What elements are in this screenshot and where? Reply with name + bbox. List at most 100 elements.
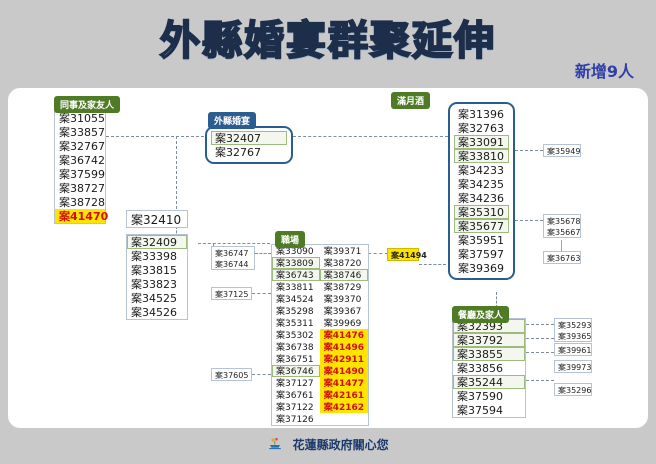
node-case-36763: 案36763 bbox=[543, 251, 581, 264]
page-title: 外縣婚宴群聚延伸 bbox=[159, 17, 496, 65]
case-item: 案39969 bbox=[323, 319, 362, 329]
node-pair-35678: 案35678 案35667 bbox=[543, 214, 581, 238]
case-item: 案35678 bbox=[547, 217, 581, 226]
case-item: 案35302 bbox=[276, 331, 314, 341]
case-item-new: 案42162 bbox=[319, 401, 368, 413]
case-item: 案36746 bbox=[272, 365, 320, 377]
connector-wedding-to-banquet bbox=[293, 136, 448, 137]
case-item-new: 案41490 bbox=[319, 365, 368, 377]
case-item: 案32767 bbox=[59, 140, 105, 153]
case-item: 案38729 bbox=[323, 283, 362, 293]
group-colleagues-list: 案31055 案33857 案32767 案36742 案37599 案3872… bbox=[54, 110, 108, 224]
group-label-colleagues: 同事及家友人 bbox=[54, 96, 121, 113]
case-item: 案31396 bbox=[458, 108, 504, 121]
connector-32393-to-35293 bbox=[526, 324, 554, 325]
case-item-new: 案41470 bbox=[55, 209, 108, 223]
case-item: 案38728 bbox=[59, 196, 105, 209]
workplace-column-right: 案39371 案38720 案38746 案38729 案39370 案3936… bbox=[319, 245, 368, 425]
case-item: 案36743 bbox=[272, 269, 320, 281]
footer-text: 花蓮縣政府關心您 bbox=[292, 438, 389, 452]
case-item: 案39371 bbox=[323, 247, 362, 257]
group-label-outside-wedding: 外縣婚宴 bbox=[208, 112, 257, 129]
case-item: 案33823 bbox=[131, 278, 177, 291]
case-item: 案35244 bbox=[453, 375, 525, 389]
node-case-39961: 案39961 bbox=[554, 343, 592, 356]
group-restaurant-family-list: 案32393 案33792 案33855 案33856 案35244 案3759… bbox=[452, 318, 526, 418]
case-item: 案34524 bbox=[276, 295, 314, 305]
case-item: 案31055 bbox=[59, 112, 105, 125]
case-item: 案39365 bbox=[558, 332, 592, 341]
case-item: 案35310 bbox=[454, 205, 509, 219]
case-item: 案33809 bbox=[272, 257, 320, 269]
node-pair-35293: 案35293 案39365 bbox=[554, 318, 592, 342]
case-item: 案35293 bbox=[558, 321, 592, 330]
case-item: 案37125 bbox=[215, 290, 249, 299]
case-item-new: 案42911 bbox=[319, 353, 368, 365]
connector-35678-to-36763 bbox=[561, 240, 562, 252]
node-case-35296: 案35296 bbox=[554, 383, 592, 396]
workplace-column-left: 案33090 案33809 案36743 案33811 案34524 案3529… bbox=[272, 245, 320, 425]
node-case-37605: 案37605 bbox=[211, 368, 252, 381]
case-item: 案34525 bbox=[131, 292, 177, 305]
case-item: 案34526 bbox=[131, 306, 177, 319]
case-item: 案34233 bbox=[458, 164, 504, 177]
case-item: 案36742 bbox=[59, 154, 105, 167]
case-item: 案35951 bbox=[458, 234, 504, 247]
new-case-count: 新增9人 bbox=[574, 62, 634, 81]
group-label-workplace: 職場 bbox=[275, 231, 306, 248]
case-item: 案36761 bbox=[276, 391, 314, 401]
case-item: 案32767 bbox=[215, 146, 261, 159]
case-item: 案32410 bbox=[131, 213, 182, 227]
group-full-moon-box: 案31396 案32763 案33091 案33810 案34233 案3423… bbox=[448, 102, 515, 280]
case-item: 案36738 bbox=[276, 343, 314, 353]
case-item: 案37597 bbox=[458, 248, 504, 261]
case-item: 案33811 bbox=[276, 283, 314, 293]
case-item: 案32763 bbox=[458, 122, 504, 135]
connector-37125-to-workplace bbox=[252, 293, 271, 294]
case-item: 案37594 bbox=[457, 404, 503, 417]
case-item: 案36747 bbox=[215, 249, 249, 258]
group-outside-wedding-box: 案32407 案32767 bbox=[205, 126, 293, 164]
case-item: 案35677 bbox=[454, 219, 509, 233]
case-item: 案39367 bbox=[323, 307, 362, 317]
connector-37605-to-workplace bbox=[252, 374, 271, 375]
case-item: 案36744 bbox=[215, 260, 249, 269]
case-item: 案35949 bbox=[547, 147, 581, 156]
case-item: 案35296 bbox=[558, 386, 592, 395]
case-item: 案34235 bbox=[458, 178, 504, 191]
node-case-41494: 案41494 bbox=[387, 248, 427, 261]
case-item: 案33855 bbox=[453, 347, 525, 361]
connector-banquet-to-35949 bbox=[515, 150, 543, 151]
case-item: 案32407 bbox=[211, 131, 287, 145]
connector-33792-to-39961 bbox=[526, 338, 554, 339]
connector-32409-to-workplace bbox=[198, 243, 270, 244]
hualien-county-logo-icon bbox=[267, 436, 283, 455]
case-item-new: 案41477 bbox=[319, 377, 368, 389]
case-item: 案32409 bbox=[127, 235, 187, 249]
case-item: 案38720 bbox=[323, 259, 362, 269]
case-item-new: 案42161 bbox=[319, 389, 368, 401]
case-item: 案33856 bbox=[457, 362, 503, 375]
node-pair-36747: 案36747 案36744 bbox=[211, 246, 255, 270]
case-item-new: 案41496 bbox=[319, 341, 368, 353]
connector-vertical-to-32410 bbox=[176, 136, 177, 214]
case-item: 案37590 bbox=[457, 390, 503, 403]
case-item: 案37126 bbox=[276, 415, 314, 425]
case-item: 案35311 bbox=[276, 319, 314, 329]
case-item: 案39973 bbox=[558, 363, 592, 372]
node-case-37125: 案37125 bbox=[211, 287, 252, 300]
case-item: 案36763 bbox=[547, 254, 581, 263]
case-item-new: 案41494 bbox=[388, 249, 427, 260]
connector-36747-to-workplace bbox=[255, 253, 271, 254]
group-workplace-table: 案33090 案33809 案36743 案33811 案34524 案3529… bbox=[271, 244, 369, 426]
case-item: 案37605 bbox=[215, 371, 249, 380]
case-item: 案35298 bbox=[276, 307, 314, 317]
diagram-canvas: 同事及家友人 案31055 案33857 案32767 案36742 案3759… bbox=[8, 88, 648, 428]
node-branch-32409: 案32409 案33398 案33815 案33823 案34525 案3452… bbox=[126, 234, 188, 320]
connector-33855-to-39973 bbox=[526, 352, 554, 353]
group-label-restaurant-family: 餐廳及家人 bbox=[452, 306, 510, 323]
case-item: 案37122 bbox=[276, 403, 314, 413]
case-item: 案36751 bbox=[276, 355, 314, 365]
case-item: 案39370 bbox=[323, 295, 362, 305]
case-item-new: 案41476 bbox=[319, 329, 368, 341]
